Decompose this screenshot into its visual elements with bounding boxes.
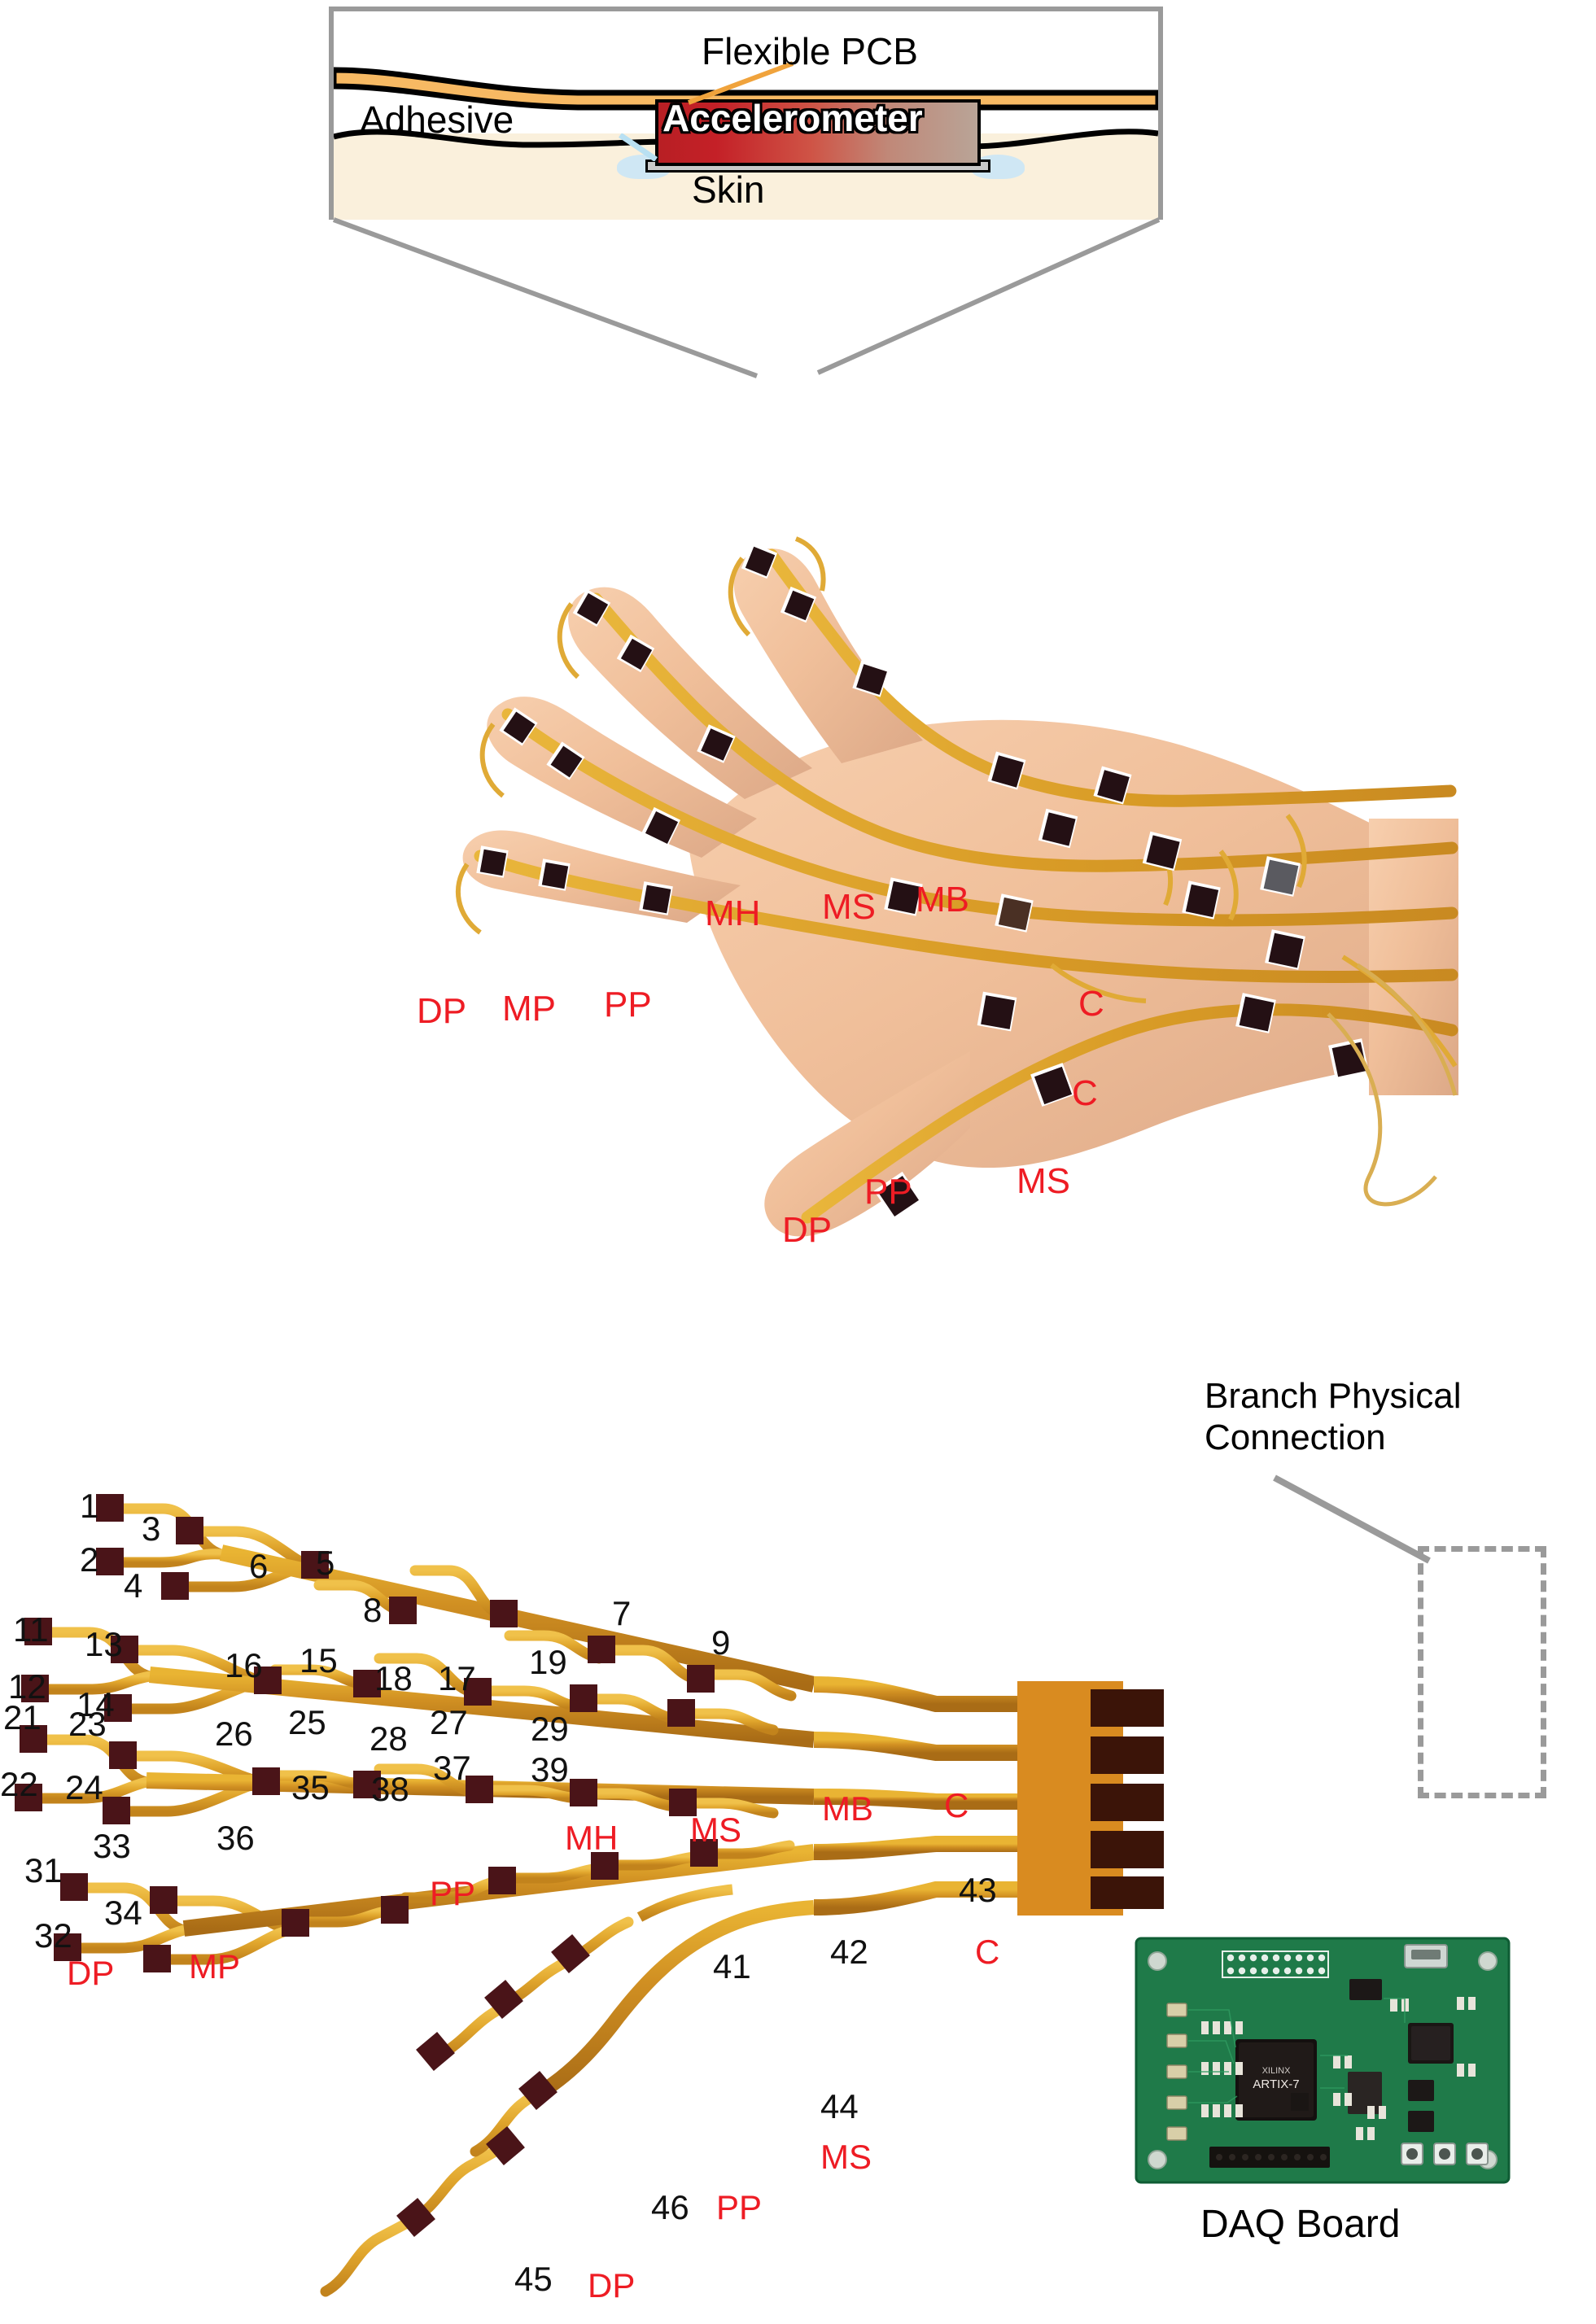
- sensor-number-15: 15: [300, 1641, 338, 1680]
- flexible-pcb-band: [334, 67, 1158, 111]
- hand-label-mp: MP: [502, 989, 556, 1029]
- hand-label-ms-2: MS: [1017, 1161, 1070, 1201]
- accelerometer-chip: [655, 99, 981, 166]
- sensor-number-26: 26: [215, 1715, 253, 1753]
- row5-thumb-branches: [320, 1916, 634, 2297]
- sensor-number-34: 34: [104, 1894, 142, 1932]
- skin-label: Skin: [692, 168, 765, 211]
- hand-label-dp-1: DP: [417, 991, 467, 1031]
- sensor-number-28: 28: [369, 1719, 408, 1758]
- sensor-number-11: 11: [13, 1610, 49, 1649]
- hand-label-pp-2: PP: [864, 1172, 912, 1212]
- sensor-number-3: 3: [142, 1509, 161, 1548]
- hand-label-pp-1: PP: [604, 985, 652, 1024]
- array-label-ms-thumb: MS: [820, 2138, 872, 2176]
- sensor-number-37: 37: [433, 1749, 471, 1787]
- sensor-number-33: 33: [93, 1827, 131, 1865]
- sensor-number-38: 38: [371, 1770, 409, 1808]
- hand-label-mh: MH: [705, 893, 761, 933]
- sensor-number-24: 24: [65, 1768, 103, 1806]
- fpga-vendor-text: XILINX: [1262, 2066, 1292, 2076]
- flexible-pcb-label: Flexible PCB: [702, 30, 918, 72]
- accelerometer-label: Accelerometer: [662, 97, 923, 139]
- trailing-wires: [1327, 963, 1458, 1207]
- sensor-number-44: 44: [820, 2087, 859, 2125]
- sensor-number-41: 41: [713, 1947, 751, 1985]
- connector-fan: [813, 1676, 1017, 1916]
- instrumented-hand-photo: [455, 536, 1458, 1237]
- sensor-number-25: 25: [288, 1703, 326, 1741]
- hand-label-dp-2: DP: [782, 1210, 833, 1250]
- sensor-number-13: 13: [85, 1625, 123, 1663]
- sensor-number-5: 5: [316, 1544, 335, 1582]
- array-label-pp-thumb: PP: [716, 2188, 763, 2226]
- sensor-number-31: 31: [24, 1851, 63, 1889]
- flat-sensor-array-schematic: [15, 1494, 1164, 2297]
- hand-label-mb: MB: [916, 880, 969, 920]
- sensor-number-2: 2: [80, 1540, 99, 1579]
- flexible-pcb-leader-line: [687, 61, 794, 105]
- sensor-number-18: 18: [374, 1659, 413, 1697]
- sensor-number-46: 46: [651, 2188, 689, 2226]
- array-label-mh: MH: [565, 1819, 619, 1857]
- sensor-number-14: 14: [77, 1685, 115, 1723]
- sensor-number-8: 8: [363, 1591, 383, 1629]
- adhesive-label: Adhesive: [360, 98, 514, 141]
- branch-note-line1: Branch Physical: [1205, 1376, 1462, 1416]
- adhesive-leader-line: [619, 133, 658, 161]
- array-label-c-thumb: C: [975, 1933, 1000, 1971]
- array-label-mb: MB: [822, 1789, 873, 1828]
- sensor-number-9: 9: [711, 1623, 731, 1662]
- fpga-part-text: ARTIX-7: [1253, 2077, 1299, 2091]
- sensor-number-23: 23: [68, 1705, 107, 1743]
- sensor-number-39: 39: [531, 1750, 569, 1789]
- sensor-number-1: 1: [80, 1487, 99, 1525]
- branch-physical-connection-note: Branch Physical Connection: [1205, 1375, 1461, 1458]
- array-label-mp: MP: [189, 1947, 240, 1985]
- daq-board-caption: DAQ Board: [1200, 2203, 1401, 2246]
- array-label-dp: DP: [67, 1954, 115, 1992]
- sensor-number-36: 36: [216, 1819, 255, 1857]
- accelerometer-chips: [476, 542, 1369, 1220]
- branch-note-leader-line: [1273, 1474, 1431, 1564]
- array-label-c-row1: C: [944, 1786, 969, 1824]
- array-label-dp-thumb: DP: [588, 2266, 636, 2304]
- sensor-number-42: 42: [830, 1933, 868, 1971]
- sensor-number-27: 27: [430, 1703, 468, 1741]
- sensor-number-35: 35: [291, 1768, 330, 1806]
- sensor-number-17: 17: [438, 1659, 476, 1697]
- sensor-number-19: 19: [529, 1643, 567, 1681]
- sensor-number-7: 7: [612, 1594, 632, 1632]
- inset-callout-lines: [332, 217, 1161, 378]
- flex-serpentine-links: [455, 536, 1458, 1068]
- sensor-number-22: 22: [0, 1765, 38, 1803]
- array-label-ms-row1: MS: [690, 1811, 741, 1849]
- hand-label-c-1: C: [1078, 984, 1104, 1024]
- sensor-number-6: 6: [249, 1547, 269, 1585]
- row5-thumb-bus: [533, 1900, 815, 2101]
- connector-contacts: [1091, 1689, 1164, 1909]
- sensor-number-29: 29: [531, 1710, 569, 1748]
- row5-link: [636, 1884, 733, 1922]
- branch-connection-highlight-box: [1418, 1546, 1546, 1798]
- sensor-number-4: 4: [124, 1566, 143, 1605]
- sensor-number-16: 16: [225, 1646, 263, 1684]
- daq-board-photo: XILINX ARTIX-7: [1135, 1937, 1511, 2184]
- schematic-sensor-pads: [15, 1494, 718, 2237]
- sensor-number-45: 45: [514, 2260, 553, 2298]
- sensor-number-43: 43: [959, 1871, 997, 1909]
- cross-section-inset-panel: Flexible PCB Adhesive Accelerometer Skin: [329, 7, 1163, 220]
- branch-note-line2: Connection: [1205, 1418, 1386, 1458]
- hand-label-ms-1: MS: [822, 887, 876, 927]
- array-label-pp-row2: PP: [430, 1874, 476, 1912]
- sensor-number-32: 32: [34, 1916, 72, 1955]
- sensor-number-21: 21: [3, 1698, 42, 1736]
- sensor-number-12: 12: [8, 1667, 46, 1706]
- hand-label-c-2: C: [1072, 1073, 1098, 1113]
